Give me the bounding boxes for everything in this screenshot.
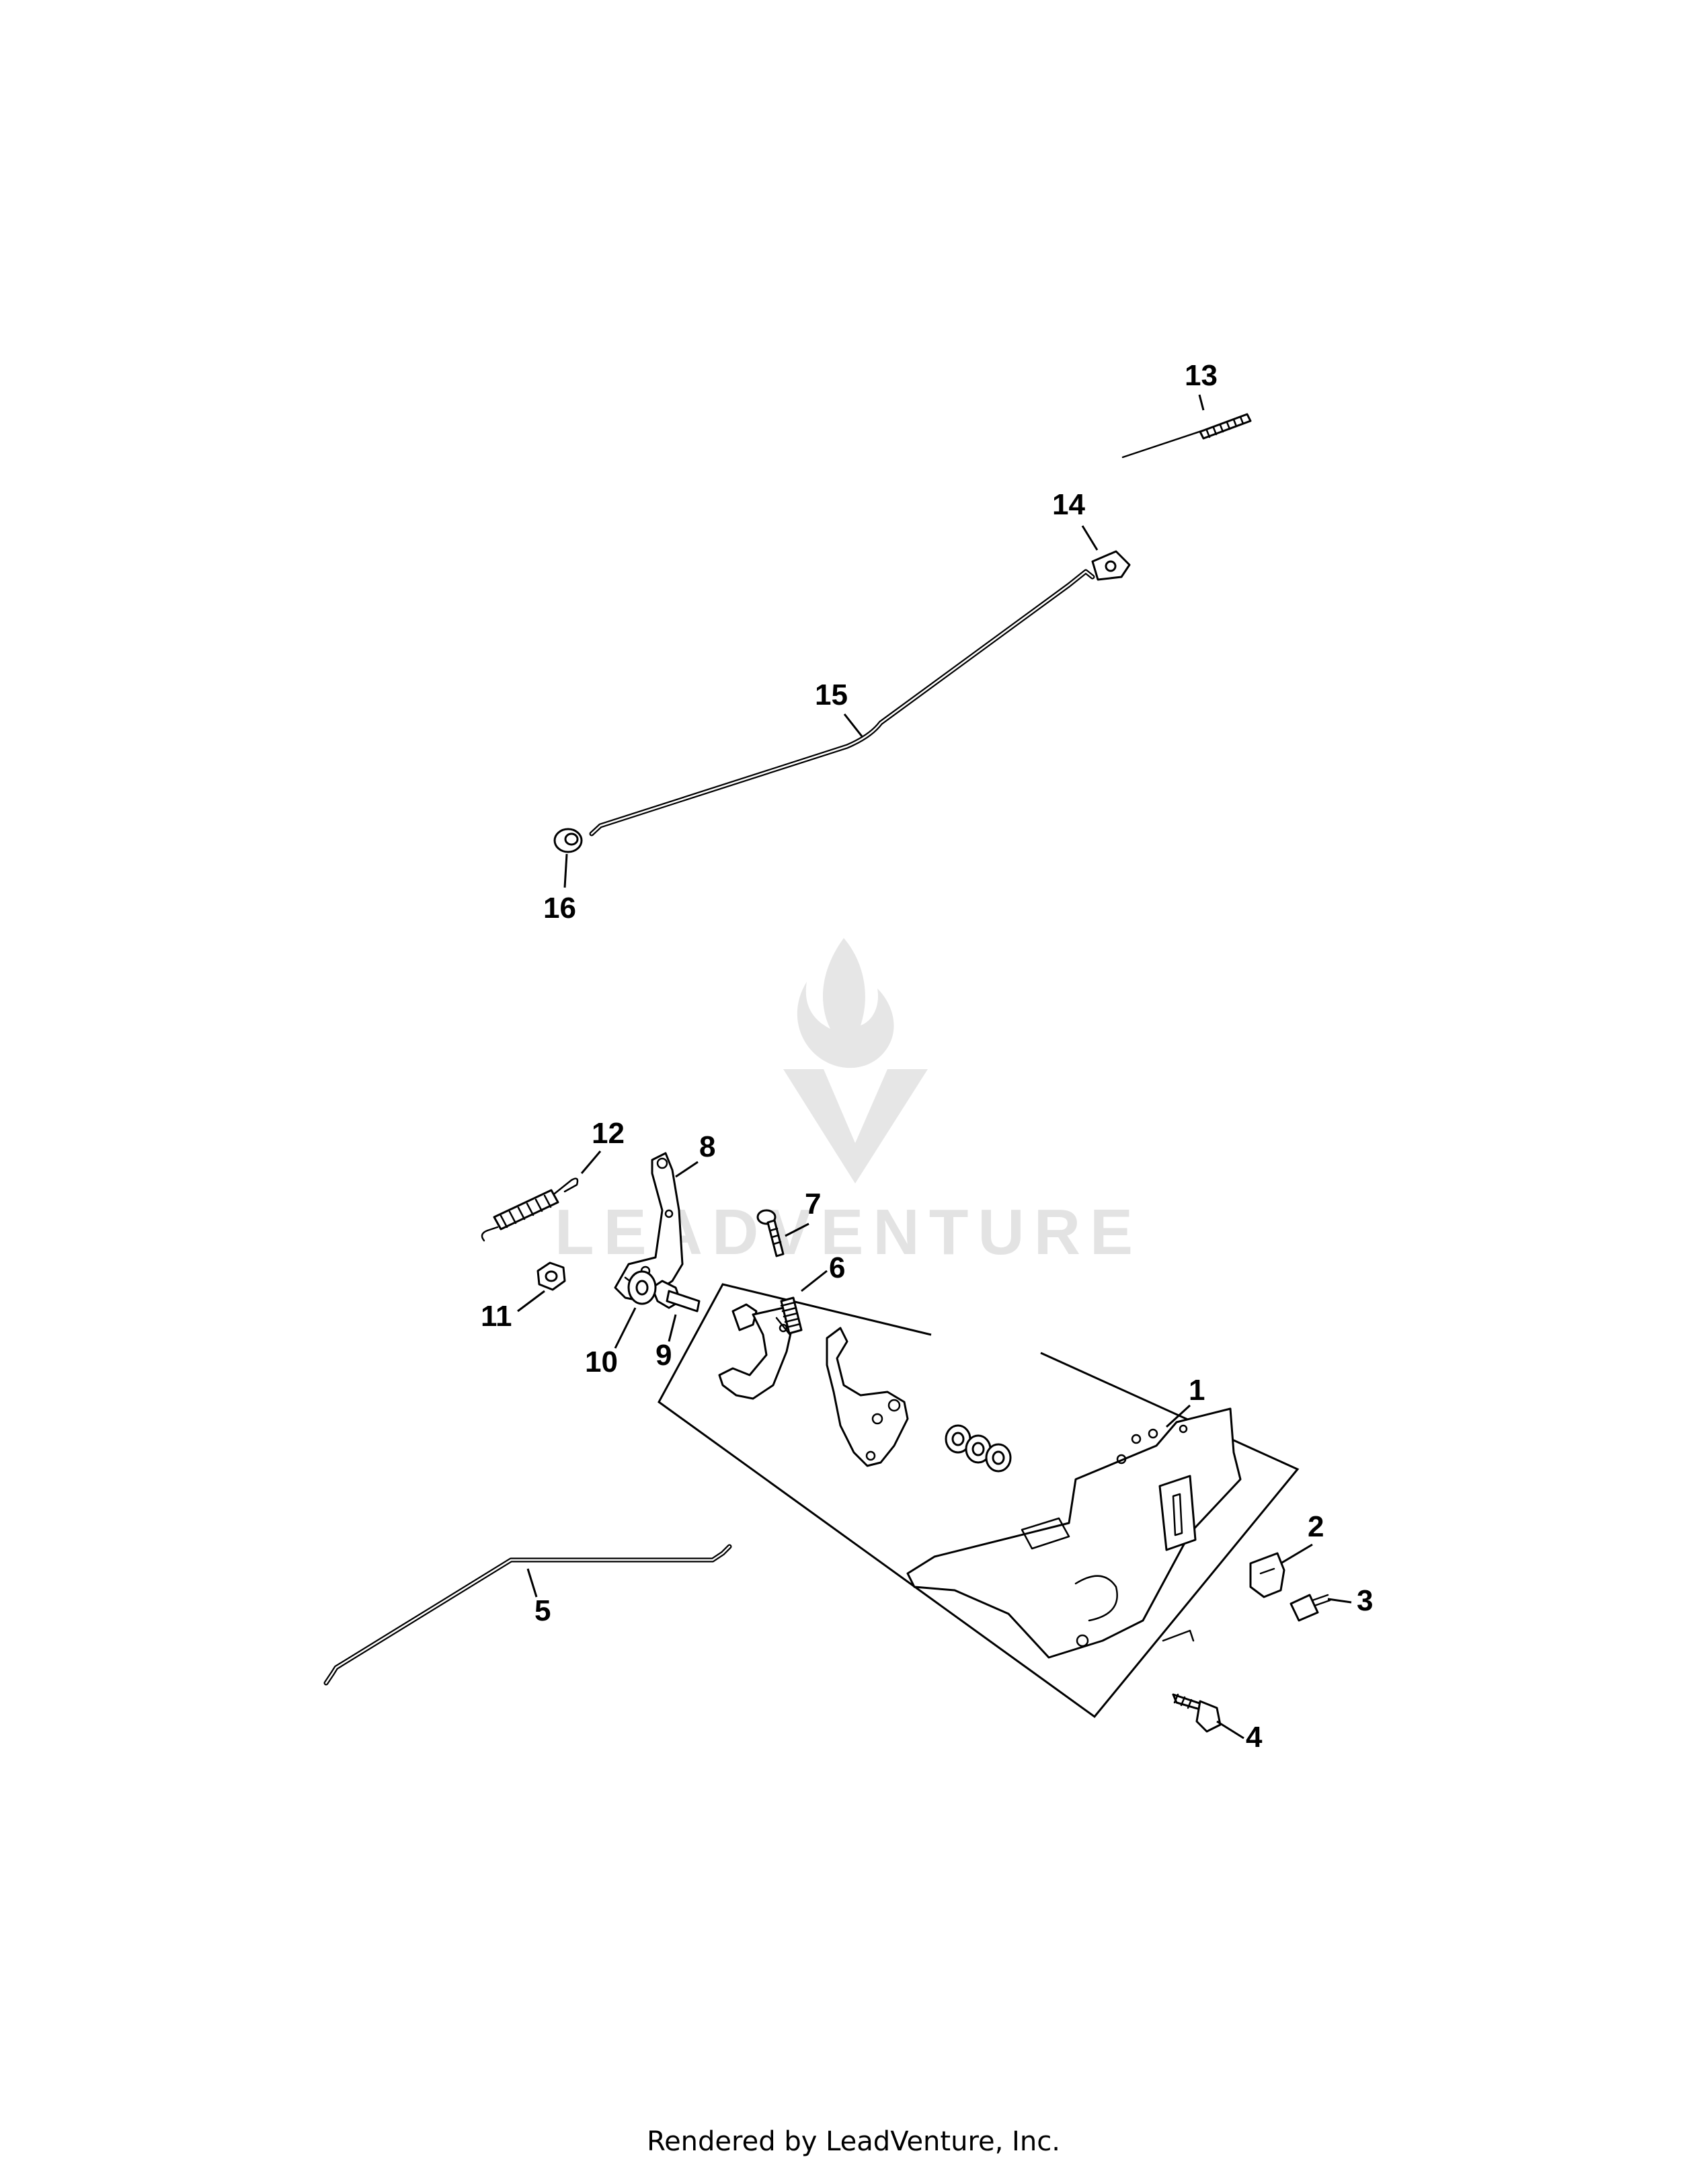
callout-2[interactable]: 2 — [1308, 1510, 1324, 1543]
callout-3[interactable]: 3 — [1357, 1584, 1373, 1617]
assembly-1-lever-right[interactable] — [826, 1327, 909, 1467]
part-16-bushing[interactable] — [553, 828, 583, 853]
part-5-control-rod[interactable] — [323, 1544, 732, 1686]
callout-15[interactable]: 15 — [815, 678, 848, 711]
assembly-1-bracket-outline — [658, 1283, 1300, 1719]
footer-credit: Rendered by LeadVenture, Inc. — [647, 2126, 1060, 2157]
callout-8[interactable]: 8 — [699, 1130, 715, 1163]
callout-11[interactable]: 11 — [481, 1300, 512, 1333]
part-11-nut[interactable] — [537, 1261, 566, 1291]
part-6-spring[interactable] — [780, 1296, 803, 1335]
part-13-spring[interactable] — [1121, 413, 1252, 459]
callout-16[interactable]: 16 — [543, 892, 576, 925]
watermark-text: LEADVENTURE — [555, 1196, 1142, 1268]
part-9-bolt[interactable] — [651, 1280, 701, 1313]
callout-14[interactable]: 14 — [1052, 488, 1085, 521]
assembly-1-washers[interactable] — [945, 1424, 1012, 1473]
part-7-screw[interactable] — [756, 1209, 785, 1257]
part-1-control-plate[interactable] — [906, 1407, 1242, 1659]
callout-5[interactable]: 5 — [534, 1594, 551, 1627]
assembly-1-lever-left[interactable] — [718, 1303, 795, 1400]
part-15-governor-rod[interactable] — [589, 569, 1095, 836]
part-2-clip[interactable] — [1249, 1552, 1285, 1598]
part-3-screw[interactable] — [1289, 1594, 1331, 1622]
callout-1[interactable]: 1 — [1189, 1374, 1205, 1407]
callout-4[interactable]: 4 — [1246, 1721, 1263, 1754]
callout-6[interactable]: 6 — [829, 1251, 845, 1284]
part-10-washer[interactable] — [627, 1270, 657, 1305]
part-4-bolt[interactable] — [1172, 1693, 1222, 1733]
callout-13[interactable]: 13 — [1185, 359, 1218, 392]
callout-10[interactable]: 10 — [585, 1346, 618, 1378]
part-12-extension-spring[interactable] — [481, 1177, 579, 1242]
part-14-clamp[interactable] — [1091, 550, 1131, 581]
callout-7[interactable]: 7 — [805, 1187, 821, 1220]
leadventure-watermark: LEADVENTURE — [555, 938, 1142, 1268]
callout-12[interactable]: 12 — [592, 1117, 625, 1150]
callout-9[interactable]: 9 — [656, 1339, 672, 1372]
